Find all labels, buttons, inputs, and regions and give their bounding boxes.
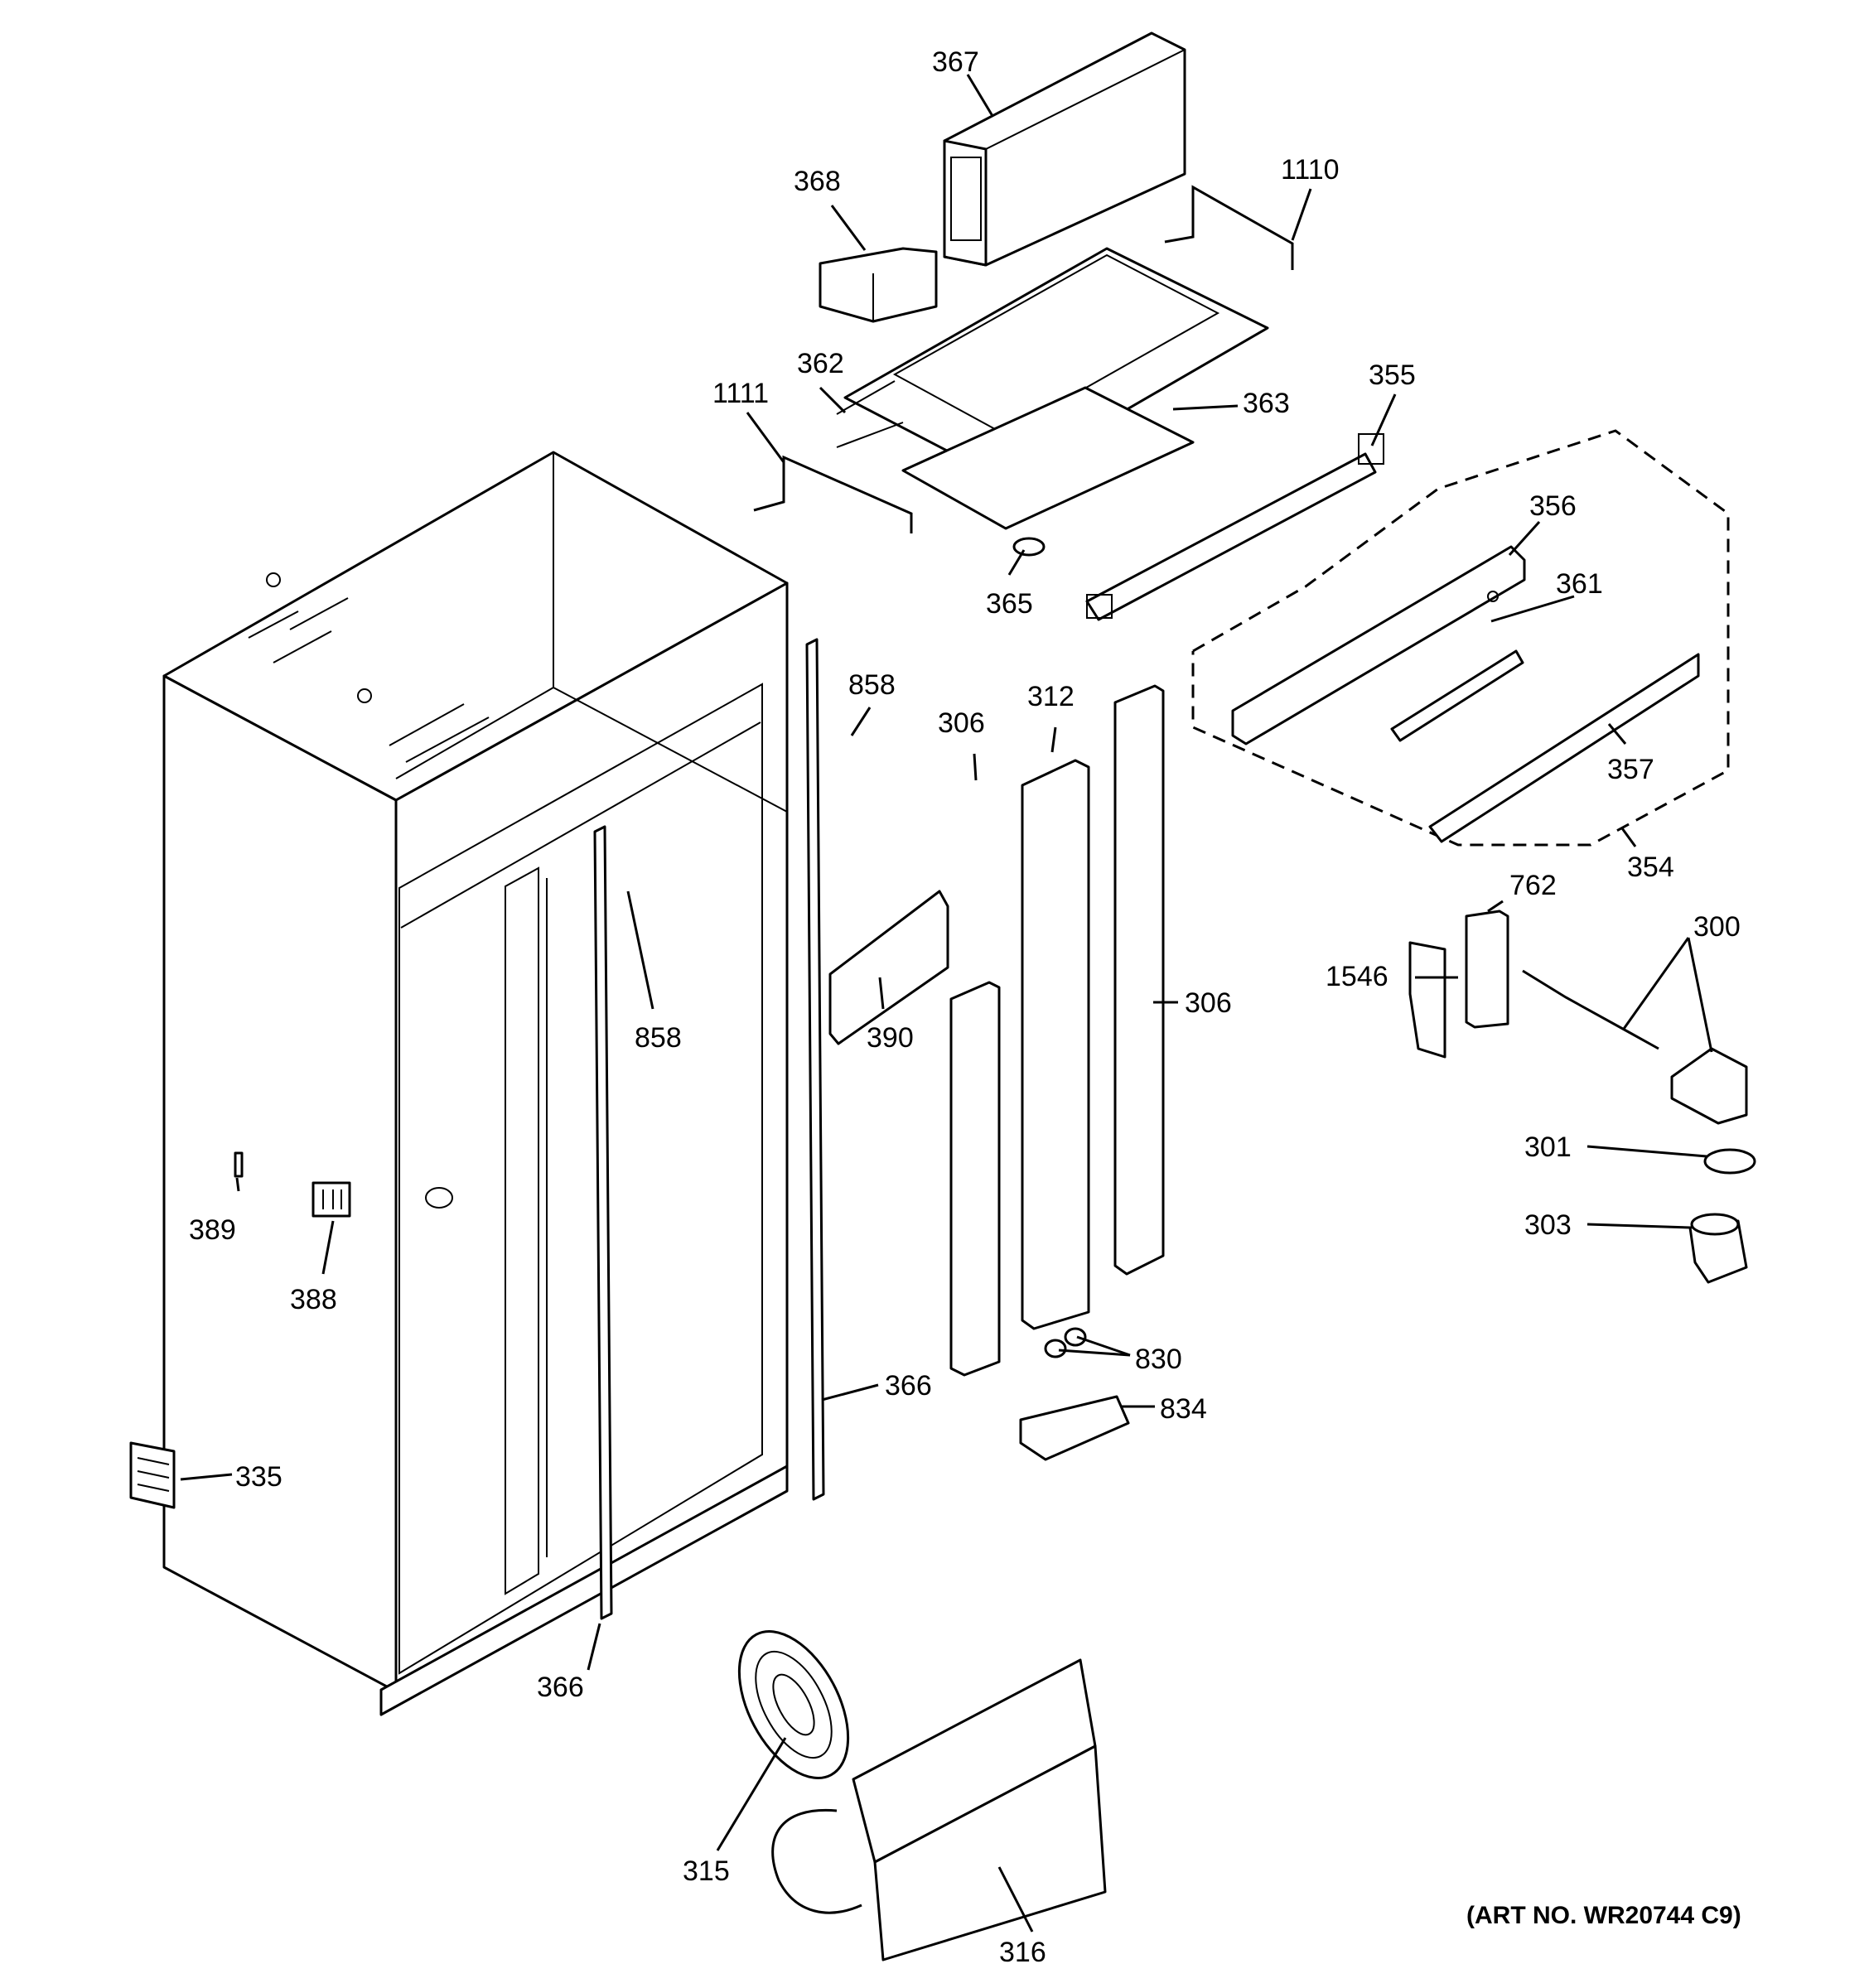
callout-357: 357 [1607,754,1654,785]
callout-312: 312 [1027,681,1075,712]
callout-834: 834 [1160,1393,1207,1425]
part-390-plate [828,890,949,1045]
callout-368: 368 [794,166,841,197]
part-367-duct [943,31,1186,267]
callout-388: 388 [290,1284,337,1315]
part-354-control-group [1191,429,1730,847]
part-363-gasket [901,386,1195,530]
part-312-cover [1021,759,1090,1330]
part-315-condenser-coil [737,1630,862,1914]
leader-lines [180,74,1713,1933]
callout-858-bottom: 858 [635,1022,682,1054]
callout-362: 362 [797,348,844,379]
callout-300: 300 [1693,911,1741,943]
part-300-wire-harness [1522,969,1748,1125]
callout-366-right: 366 [885,1370,932,1402]
part-762-block [1465,910,1509,1029]
callout-389: 389 [189,1214,236,1246]
callout-858-top: 858 [848,669,896,701]
callout-301: 301 [1524,1132,1572,1163]
callout-315: 315 [683,1855,730,1887]
callout-365: 365 [986,588,1033,620]
part-303-filter-housing [1688,1213,1748,1284]
callout-366-left: 366 [537,1672,584,1703]
part-830-feet [1044,1327,1087,1358]
art-number: (ART NO. WR20744 C9) [1466,1902,1741,1929]
part-1110-rod [1164,185,1294,270]
callout-335: 335 [235,1461,283,1493]
callout-303: 303 [1524,1209,1572,1241]
callout-356: 356 [1529,490,1577,522]
part-1111-rod [753,455,913,533]
part-316-panel [852,1658,1107,1961]
part-368-bracket [819,247,938,323]
callout-361: 361 [1556,568,1603,600]
callout-316: 316 [999,1937,1046,1968]
part-365-clip [1012,537,1046,557]
part-355-bar [1085,433,1384,621]
callout-390: 390 [867,1022,914,1054]
part-366b-strip [593,825,613,1620]
callout-1110: 1110 [1281,154,1340,186]
part-306a-rail [949,981,1001,1377]
part-1546-bracket [1408,941,1446,1059]
callout-363: 363 [1243,388,1290,419]
callout-355: 355 [1369,359,1416,391]
callout-306-left: 306 [938,707,985,739]
callout-367: 367 [932,46,979,78]
callout-830: 830 [1135,1344,1182,1375]
cabinet-case [129,451,789,1716]
callout-354: 354 [1627,852,1674,883]
callout-1111: 1111 [712,378,769,409]
part-306b-rail [1113,684,1165,1276]
part-834-bracket [1019,1395,1130,1461]
part-301-cap [1703,1148,1756,1175]
part-366a-strip [805,638,825,1501]
callout-306-right: 306 [1185,987,1232,1019]
callout-labels: 367 368 1110 362 1111 363 355 365 356 36… [189,46,1741,1968]
callout-762: 762 [1509,870,1557,901]
callout-1546: 1546 [1326,961,1388,992]
